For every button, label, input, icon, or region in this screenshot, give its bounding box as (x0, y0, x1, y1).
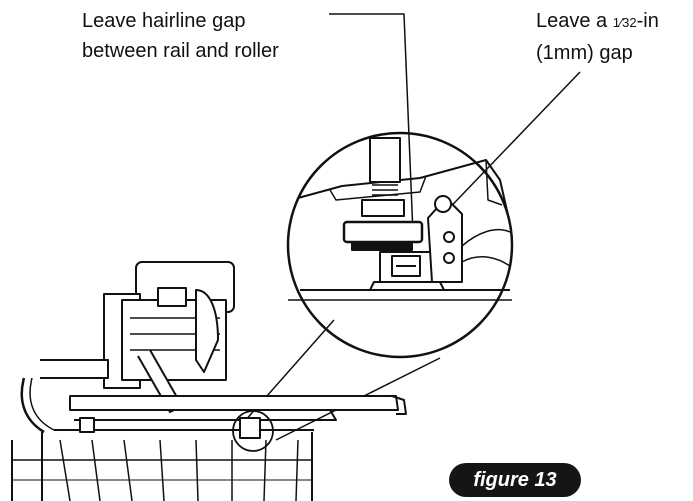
callout-hairline-line2: between rail and roller (82, 40, 279, 62)
callout-gap-line1: Leave a 1⁄32-in (536, 6, 686, 38)
callout-gap-line2: (1mm) gap (536, 42, 633, 64)
tile-saw-body (11, 261, 407, 501)
callout-hairline-gap: Leave hairline gap between rail and roll… (82, 6, 382, 66)
magnifier-connectors (243, 319, 441, 441)
callout-1mm-gap: Leave a 1⁄32-in (1mm) gap (536, 6, 686, 68)
leader-lines (329, 13, 581, 235)
figure-label-badge: figure 13 (449, 463, 581, 497)
callout-gap-suffix: -in (636, 10, 659, 32)
callout-gap-fraction: 1⁄32 (612, 15, 637, 30)
callout-hairline-line1: Leave hairline gap (82, 10, 246, 32)
magnified-detail (286, 131, 514, 359)
callout-gap-prefix: Leave a (536, 10, 613, 32)
